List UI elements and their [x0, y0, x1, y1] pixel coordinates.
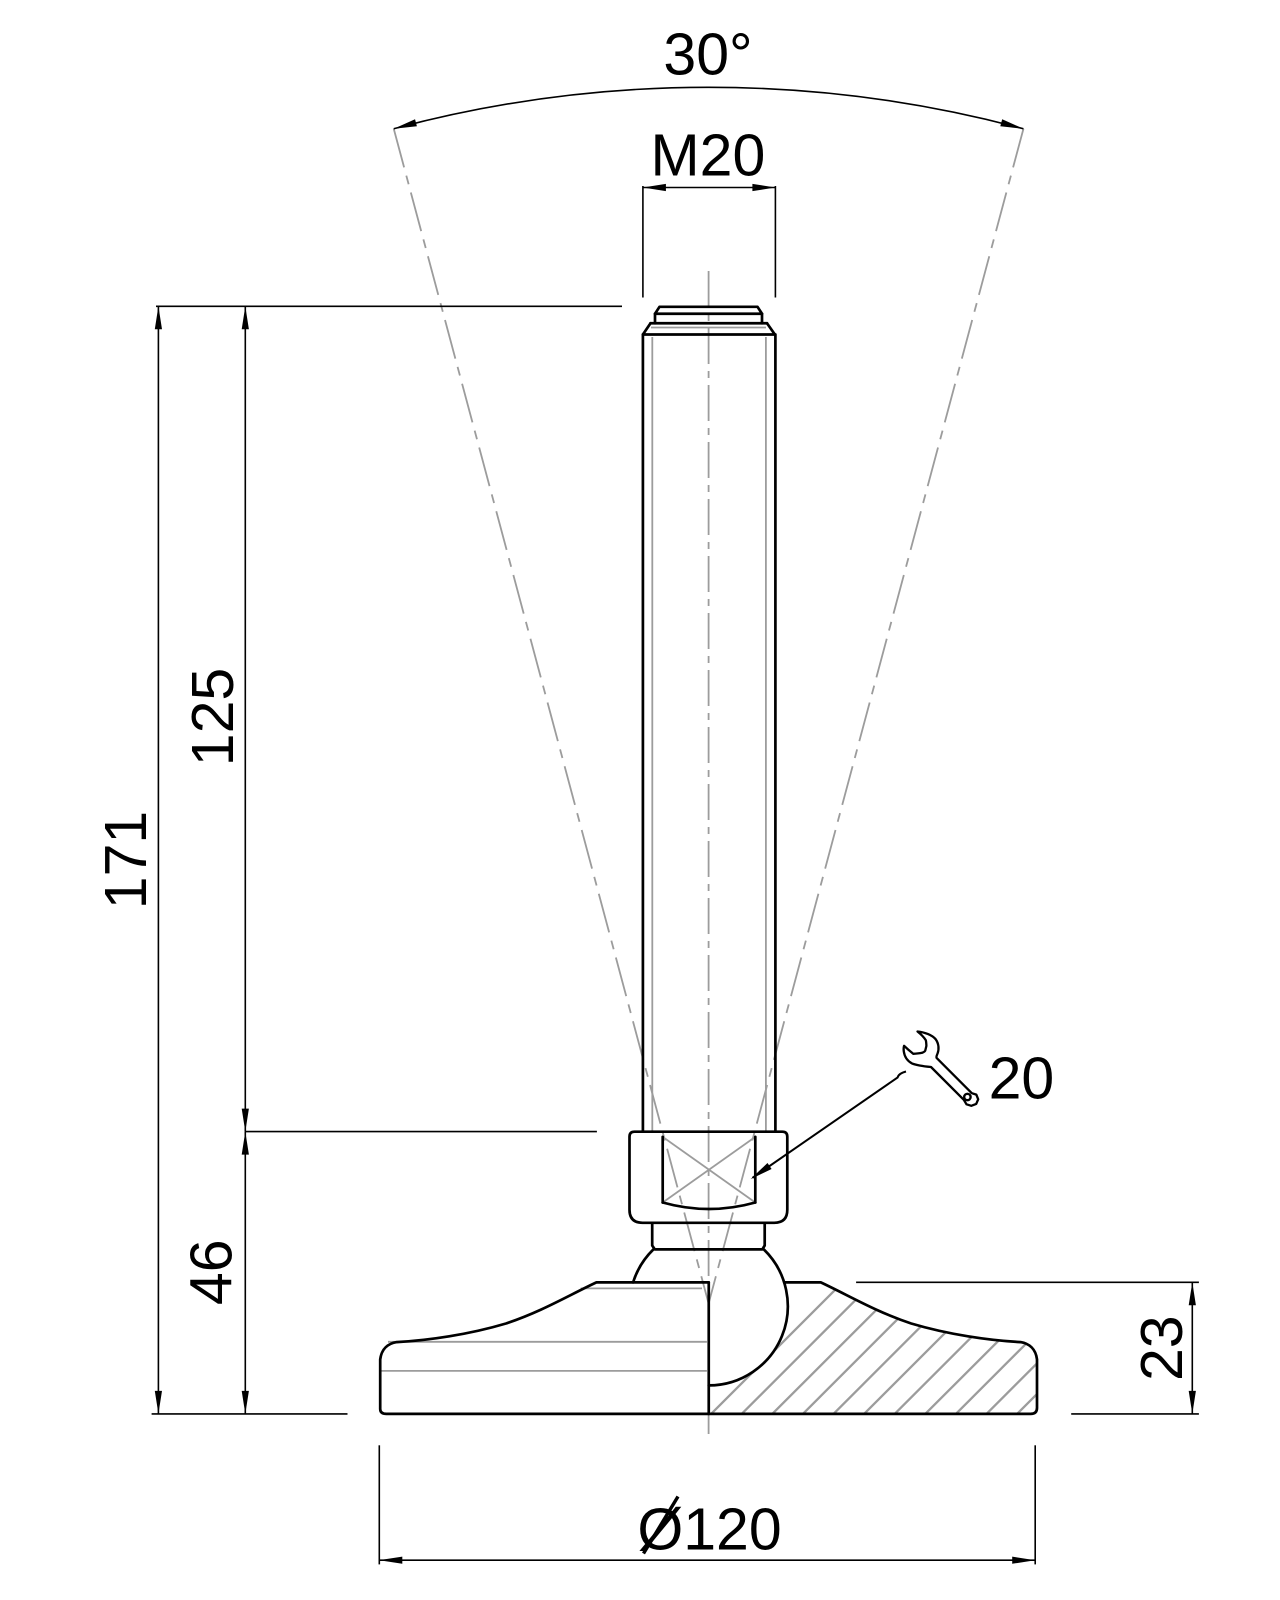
svg-text:171: 171	[93, 811, 159, 909]
svg-text:23: 23	[1129, 1315, 1195, 1381]
svg-text:30°: 30°	[663, 21, 752, 87]
svg-text:20: 20	[989, 1045, 1055, 1111]
svg-text:125: 125	[180, 668, 246, 766]
svg-text:Ø120: Ø120	[637, 1496, 781, 1562]
svg-text:46: 46	[179, 1239, 245, 1305]
svg-text:M20: M20	[651, 123, 766, 189]
